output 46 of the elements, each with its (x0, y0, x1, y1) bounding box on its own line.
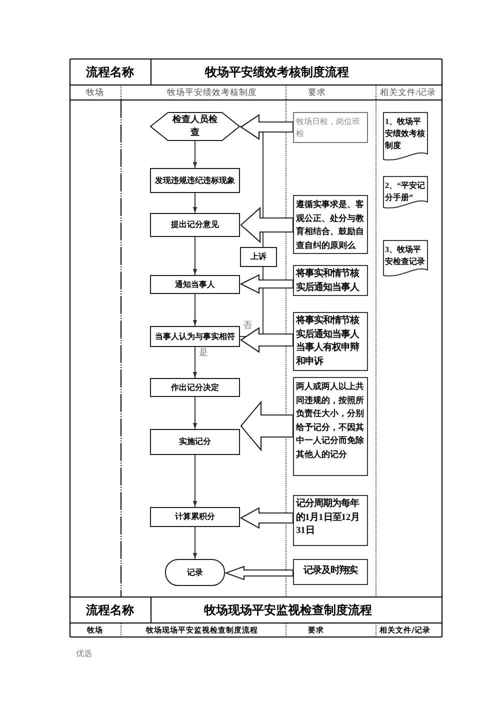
document-shape: 1、牧场平安绩效考核制度 (383, 112, 428, 162)
column-heading: 要求 (308, 86, 326, 98)
process-box: 提出记分意见 (150, 213, 240, 237)
note-box: 将事实和情节核实后通知当事人当事人有权申辩和申诉 (293, 312, 368, 371)
note-box: 遵循实事求是、客观公正、处分与教育相结合、鼓励自查自纠的原则么 (293, 195, 368, 254)
block-arrow (240, 400, 294, 452)
column-heading: 牧场 (86, 86, 104, 98)
note-box: 两人或两人以上共同违规的，按照所负责任大小，分别给予记分，不因其中一人记分而免除其他人的记分 (293, 377, 368, 476)
block-arrow (240, 274, 294, 294)
arrow (192, 396, 198, 430)
hexagon-step: 检查人员检查 (150, 112, 240, 141)
block-arrow (240, 114, 294, 140)
block-arrow (240, 507, 294, 529)
process-box: 通知当事人 (150, 275, 240, 294)
process-box: 当事人认为与事实相符 (150, 326, 240, 347)
block-arrow (240, 326, 294, 354)
note-box: 牧场日检，岗位班检 (293, 112, 368, 143)
footer-note: 优选 (76, 649, 92, 659)
document-shape: 3、牧场平安检查记录 (383, 240, 428, 278)
arrow (192, 526, 198, 560)
block-arrow (240, 206, 294, 244)
arrow (192, 294, 198, 326)
column-heading: 牧场平安绩效考核制度 (167, 86, 257, 98)
arrow (192, 140, 198, 168)
note-box: 将事实和情节核实后通知当事人 (293, 265, 368, 296)
block-arrow (224, 566, 294, 580)
process-title: 牧场现场平安监视检查制度流程 (204, 602, 372, 618)
document-shape: 2、“平安记分手册” (383, 176, 428, 210)
arrow (192, 346, 198, 378)
process-box: 计算累积分 (150, 507, 240, 527)
process-box: 作出记分决定 (150, 378, 240, 397)
note-box: 记录及时翔实 (293, 559, 368, 585)
note-box: 记分周期为每年的1月1日至12月31日 (293, 495, 368, 546)
process-box: 上诉 (240, 247, 277, 267)
arrow (192, 236, 198, 276)
terminator-box: 记录 (165, 559, 225, 586)
process-name-label: 流程名称 (86, 64, 134, 80)
process-name-label: 流程名称 (86, 602, 134, 618)
process-title: 牧场平安绩效考核制度流程 (205, 64, 349, 80)
process-box: 实施记分 (150, 429, 240, 455)
column-heading: 相关文件/记录 (380, 86, 436, 98)
arrow (192, 454, 198, 508)
edge-label: 是 (199, 347, 208, 357)
edge-label: 否 (243, 320, 252, 330)
process-box: 发现违规违纪违标现象 (150, 168, 240, 193)
arrow (192, 192, 198, 214)
